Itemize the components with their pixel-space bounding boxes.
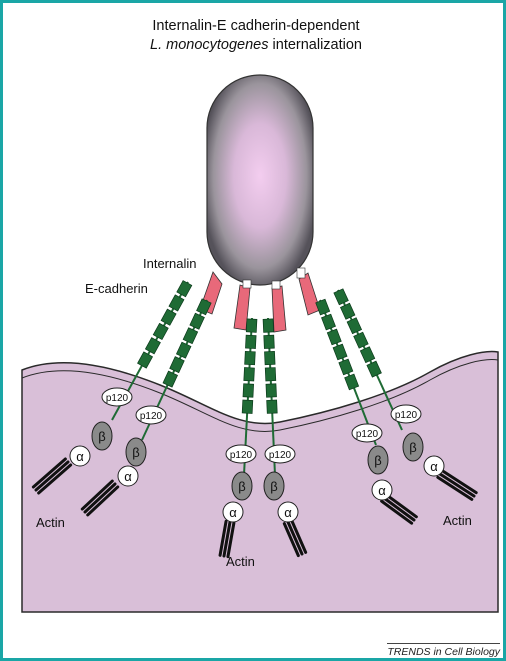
beta-catenin-label: β [409,440,416,455]
cadherin-domain [321,314,335,330]
p120-label: p120 [395,410,418,421]
cadherin-domain [243,384,254,397]
cadherin-domain [316,299,330,315]
cadherin-domain [153,323,168,339]
cadherin-domain [360,347,374,363]
cadherin-domain [242,400,253,413]
cadherin-domain [263,319,274,332]
cadherin-domain [334,289,348,305]
alpha-catenin-label: α [124,469,132,484]
alpha-catenin-label: α [229,505,237,520]
internalin-label: Internalin [143,256,196,271]
cadherin-domain [340,303,354,319]
cadherin-domain [327,329,341,345]
actin-label-left: Actin [36,515,65,530]
beta-catenin-label: β [270,479,277,494]
alpha-catenin-label: α [284,505,292,520]
cadherin-domain [177,281,192,297]
beta-catenin-label: β [374,453,381,468]
ecadherin-label: E-cadherin [85,281,148,296]
actin-label-center: Actin [226,554,255,569]
host-cell [22,352,498,612]
alpha-catenin-label: α [430,459,438,474]
p120-label: p120 [106,393,129,404]
cadherin-domain [163,371,178,387]
cadherin-domain [265,351,276,364]
cadherin-domain [264,335,275,348]
p120-label: p120 [230,450,253,461]
cadherin-domain [169,295,184,311]
cadherin-domain [367,361,381,377]
cadherin-domain [190,313,205,329]
alpha-catenin-label: α [76,449,84,464]
alpha-catenin-label: α [378,483,386,498]
cadherin-domain [267,400,278,413]
cadherin-domain [245,335,256,348]
cadherin-domain [244,368,255,381]
cadherin-domain [347,318,361,334]
cadherin-domain [161,309,176,325]
journal-credit: TRENDS in Cell Biology [387,643,500,658]
p120-label: p120 [269,450,292,461]
bacterium [207,75,313,285]
cadherin-domain [265,368,276,381]
cadherin-domain [176,342,191,358]
cadherin-domain [333,344,347,360]
cadherin-domain [138,352,153,368]
p120-label: p120 [356,429,379,440]
beta-catenin-label: β [132,445,139,460]
cadherin-domain [345,374,359,390]
cadherin-domain [170,357,185,373]
beta-catenin-label: β [98,429,105,444]
cadherin-domain [354,332,368,348]
cadherin-domain [245,351,256,364]
cadherin-domain [145,338,160,354]
p120-label: p120 [140,411,163,422]
cadherin-domain [183,328,198,344]
beta-catenin-label: β [238,479,245,494]
cadherin-domain [246,319,257,332]
cadherin-domain [339,359,353,375]
actin-label-right: Actin [443,513,472,528]
cadherin-domain [266,384,277,397]
